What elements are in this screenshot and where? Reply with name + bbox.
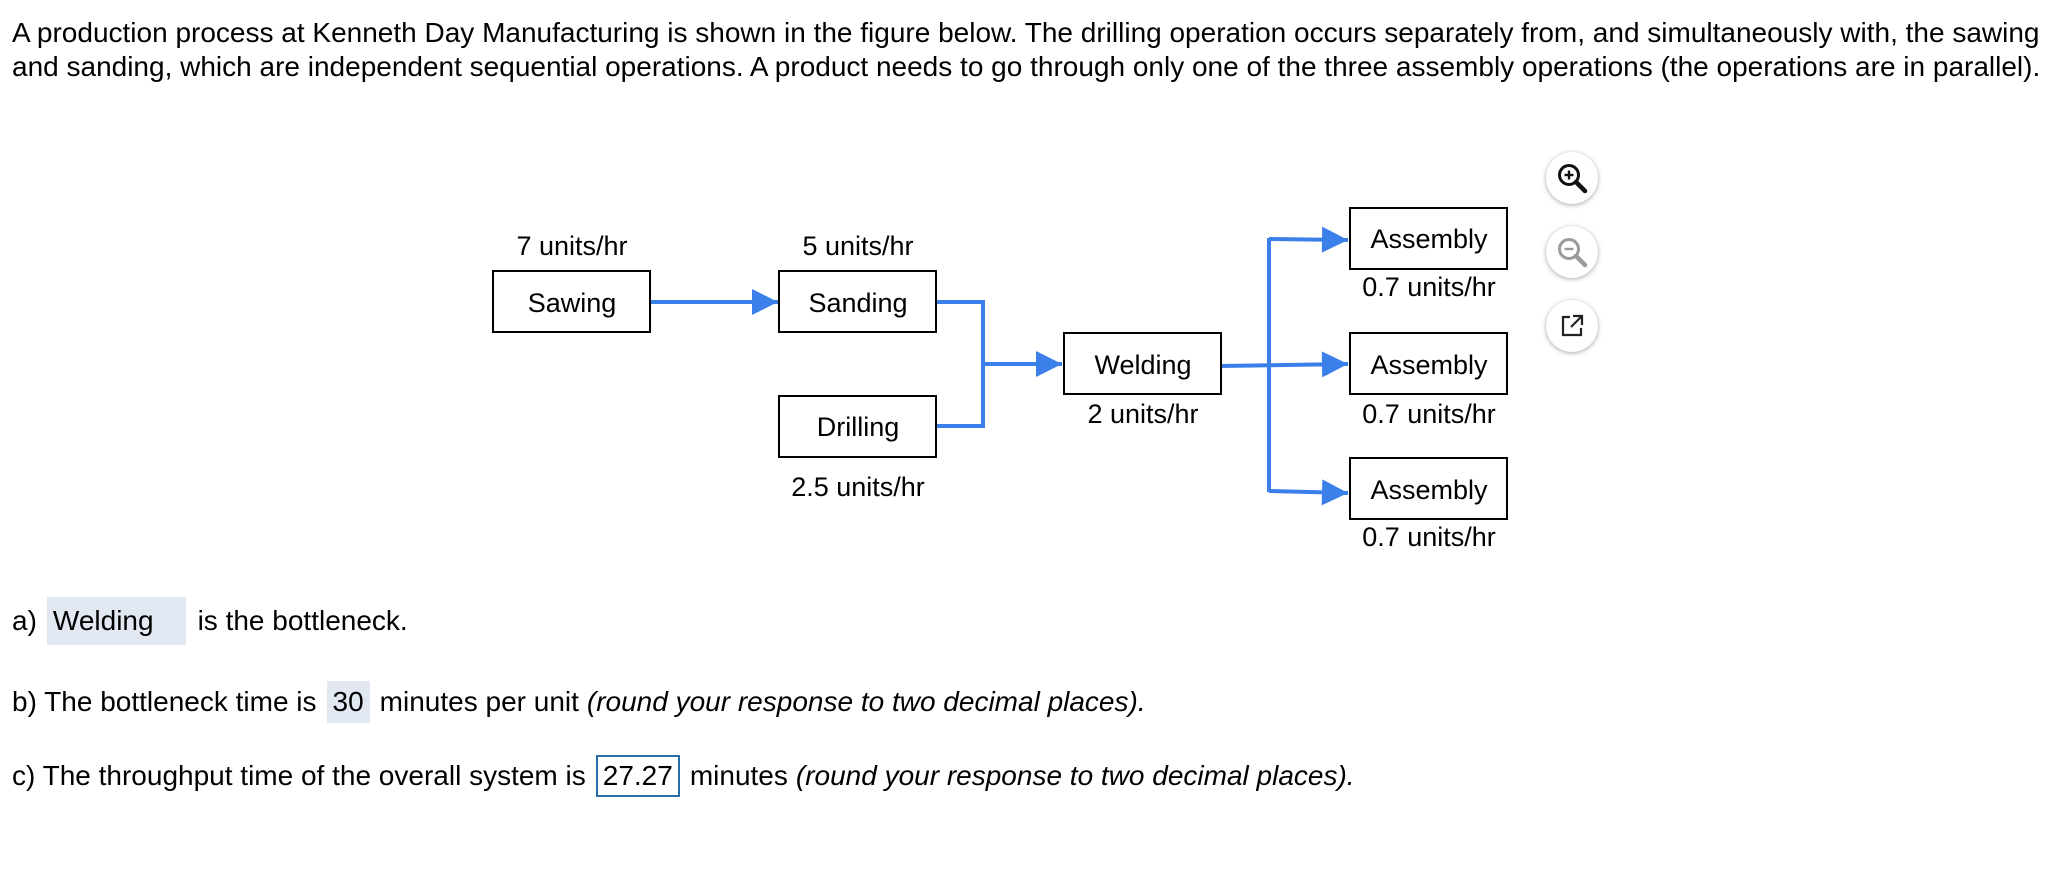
zoom-in-button[interactable]: [1546, 152, 1598, 204]
drilling-rate: 2.5 units/hr: [791, 472, 925, 502]
sanding-rate: 5 units/hr: [802, 231, 913, 261]
problem-statement: A production process at Kenneth Day Manu…: [12, 17, 2041, 82]
zoom-out-button[interactable]: [1546, 226, 1598, 278]
assembly-1-label: Assembly: [1370, 224, 1488, 254]
sawing-rate: 7 units/hr: [516, 231, 627, 261]
arrow-to-assembly3: [1268, 479, 1349, 506]
assembly-2-rate: 0.7 units/hr: [1362, 399, 1496, 429]
question-a-answer-dropdown[interactable]: Welding: [46, 597, 186, 645]
question-c-note: (round your response to two decimal plac…: [795, 760, 1355, 791]
sanding-label: Sanding: [808, 288, 907, 318]
question-c: c) The throughput time of the overall sy…: [12, 755, 1355, 797]
assembly-3-label: Assembly: [1370, 475, 1488, 505]
welding-label: Welding: [1094, 350, 1191, 380]
node-drilling: Drilling 2.5 units/hr: [778, 395, 937, 502]
question-b-suffix: minutes per unit: [379, 686, 579, 717]
drilling-label: Drilling: [817, 412, 900, 442]
question-a: a) Welding is the bottleneck.: [12, 597, 408, 645]
assembly-2-box: [1349, 332, 1508, 395]
assembly-3-rate: 0.7 units/hr: [1362, 522, 1496, 552]
question-c-prefix: c) The throughput time of the overall sy…: [12, 760, 586, 791]
question-c-answer-input[interactable]: 27.27: [595, 755, 680, 797]
node-welding: Welding 2 units/hr: [1063, 332, 1222, 429]
assembly-1-rate: 0.7 units/hr: [1362, 272, 1496, 302]
question-b-answer-field[interactable]: 30: [326, 681, 370, 723]
arrow-welding-to-assembly2: [1219, 351, 1349, 378]
question-a-suffix: is the bottleneck.: [197, 605, 408, 636]
question-b-note: (round your response to two decimal plac…: [586, 686, 1146, 717]
assembly-1-box: [1349, 207, 1508, 270]
question-a-prefix: a): [12, 605, 37, 636]
sawing-label: Sawing: [528, 288, 617, 318]
drilling-box: [778, 395, 937, 458]
open-in-new-window-button[interactable]: [1546, 300, 1598, 352]
question-b: b) The bottleneck time is 30 minutes per…: [12, 681, 1146, 723]
sanding-box: [778, 270, 937, 333]
sawing-box: [492, 270, 651, 333]
assembly-3-box: [1349, 457, 1508, 520]
external-link-icon: [1561, 314, 1584, 337]
question-b-prefix: b) The bottleneck time is: [12, 686, 317, 717]
welding-rate: 2 units/hr: [1087, 399, 1198, 429]
node-assembly-3: Assembly 0.7 units/hr: [1349, 457, 1508, 552]
node-sanding: 5 units/hr Sanding: [778, 231, 937, 333]
connector-sanding-out: [936, 300, 985, 428]
assembly-2-label: Assembly: [1370, 350, 1488, 380]
zoom-in-icon: [1558, 164, 1588, 194]
node-sawing: 7 units/hr Sawing: [492, 231, 651, 333]
zoom-out-icon: [1558, 238, 1588, 268]
arrow-to-assembly1: [1268, 226, 1349, 253]
question-c-suffix: minutes: [689, 760, 788, 791]
flow-arrows: [650, 226, 1349, 506]
welding-box: [1063, 332, 1222, 395]
node-assembly-1: Assembly 0.7 units/hr: [1349, 207, 1508, 302]
node-assembly-2: Assembly 0.7 units/hr: [1349, 332, 1508, 429]
